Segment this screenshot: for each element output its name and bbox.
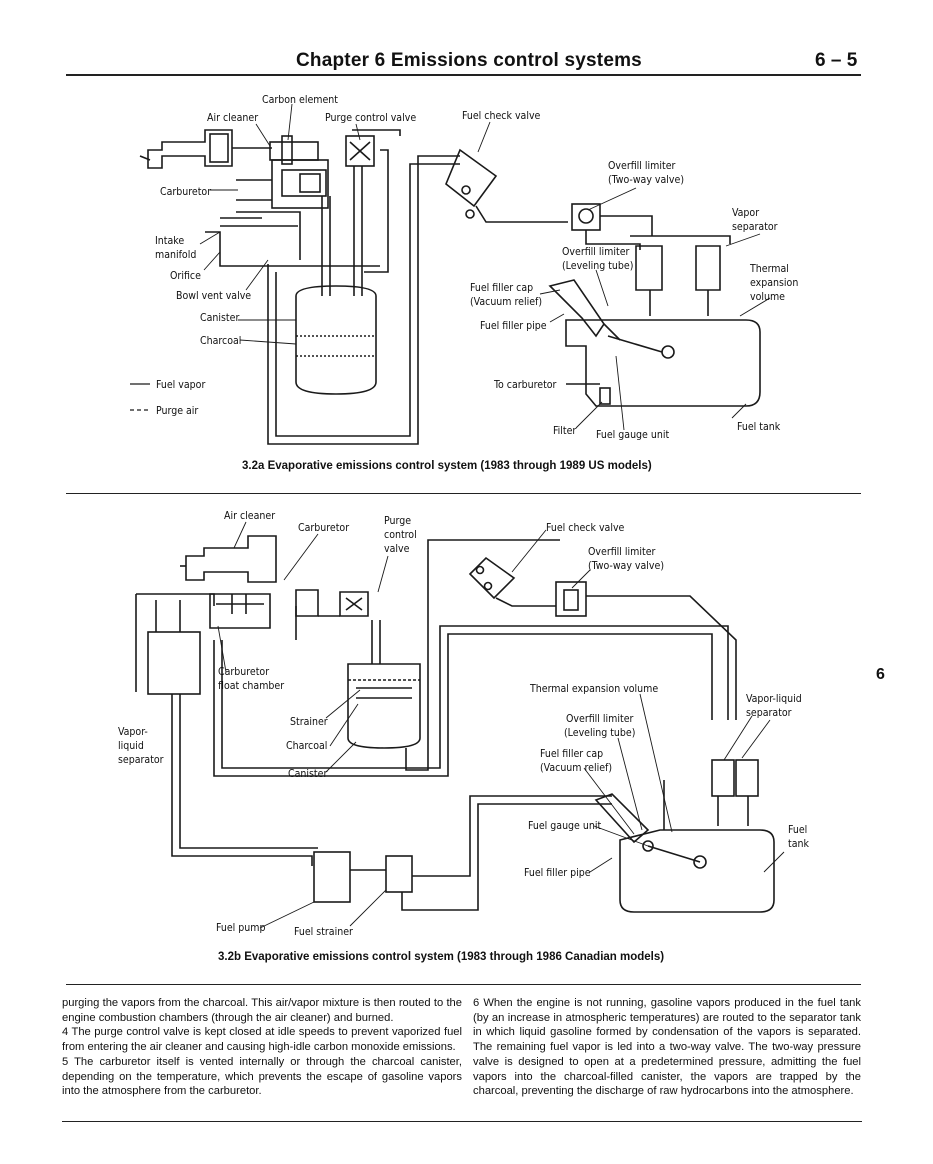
label-volume: volume — [750, 291, 785, 303]
header-rule — [66, 74, 861, 76]
label-liquid-left: liquid — [118, 740, 144, 752]
label-air-cleaner: Air cleaner — [207, 112, 258, 124]
body-top-rule — [66, 984, 861, 985]
label-fuel-b: Fuel — [788, 824, 807, 836]
label-two-way-valve: (Two-way valve) — [608, 174, 684, 186]
label-valve-b: valve — [384, 543, 410, 555]
label-fuel-gauge-unit-b: Fuel gauge unit — [528, 820, 601, 832]
label-overfill-limiter-b: Overfill limiter — [588, 546, 656, 558]
label-filter: Filter — [553, 425, 576, 437]
label-intake: Intake — [155, 235, 184, 247]
label-fuel-check-valve-b: Fuel check valve — [546, 522, 625, 534]
label-fuel-filler-cap-b: Fuel filler cap — [540, 748, 603, 760]
label-overfill-limiter-level-b: Overfill limiter — [566, 713, 634, 725]
label-thermal-expansion-volume: Thermal expansion volume — [529, 683, 658, 695]
label-purge-control-valve: Purge control valve — [325, 112, 416, 124]
caption-3-2a: 3.2a Evaporative emissions control syste… — [242, 460, 652, 472]
label-charcoal: Charcoal — [200, 335, 241, 347]
legend-fuel-vapor: Fuel vapor — [156, 379, 205, 391]
label-bowl-vent-valve: Bowl vent valve — [176, 290, 251, 302]
label-fuel-tank: Fuel tank — [737, 421, 781, 433]
label-carbon-element: Carbon element — [262, 94, 338, 106]
chapter-tab-marker: 6 — [876, 666, 885, 683]
footer-rule — [62, 1121, 862, 1122]
label-tank-b: tank — [788, 838, 809, 850]
legend-purge-air: Purge air — [156, 405, 198, 417]
label-orifice: Orifice — [170, 270, 201, 282]
label-fuel-check-valve: Fuel check valve — [462, 110, 541, 122]
label-fuel-strainer: Fuel strainer — [294, 926, 353, 938]
label-vapor: Vapor — [732, 207, 759, 219]
label-vacuum-relief: (Vacuum relief) — [470, 296, 542, 308]
paragraph-5: 5 The carburetor itself is vented intern… — [62, 1055, 462, 1098]
figure-divider-rule — [66, 493, 861, 494]
label-expansion: expansion — [750, 277, 798, 289]
label-fuel-filler-pipe: Fuel filler pipe — [480, 320, 547, 332]
figure-3-2b-diagram: Air cleaner Carburetor Purge control val… — [118, 510, 809, 938]
label-canister-b: Canister — [288, 768, 327, 780]
label-leveling-tube: (Leveling tube) — [562, 260, 633, 272]
label-overfill-limiter-leveling: Overfill limiter — [562, 246, 630, 258]
label-separator-left: separator — [118, 754, 164, 766]
label-carburetor-b: Carburetor — [298, 522, 349, 534]
body-column-right: 6 When the engine is not running, gasoli… — [473, 996, 861, 1099]
label-fuel-filler-pipe-b: Fuel filler pipe — [524, 867, 591, 879]
chapter-title: Chapter 6 Emissions control systems — [296, 50, 642, 71]
label-vacuum-relief-b: (Vacuum relief) — [540, 762, 612, 774]
label-strainer: Strainer — [290, 716, 328, 728]
paragraph-6: 6 When the engine is not running, gasoli… — [473, 997, 861, 1098]
label-vapor-left: Vapor- — [118, 726, 148, 738]
label-to-carburetor: To carburetor — [493, 379, 557, 391]
paragraph-purging: purging the vapors from the charcoal. Th… — [62, 997, 462, 1024]
label-overfill-limiter: Overfill limiter — [608, 160, 676, 172]
body-column-left: purging the vapors from the charcoal. Th… — [62, 996, 462, 1099]
label-carburetor: Carburetor — [160, 186, 211, 198]
label-air-cleaner-b: Air cleaner — [224, 510, 275, 522]
label-vapor-liquid: Vapor-liquid — [746, 693, 802, 705]
label-thermal: Thermal — [749, 263, 789, 275]
caption-3-2b: 3.2b Evaporative emissions control syste… — [218, 951, 665, 963]
label-fuel-pump: Fuel pump — [216, 922, 265, 934]
label-fuel-filler-cap: Fuel filler cap — [470, 282, 533, 294]
label-leveling-tube-b: (Leveling tube) — [564, 727, 635, 739]
label-canister: Canister — [200, 312, 239, 324]
paragraph-4: 4 The purge control valve is kept closed… — [62, 1026, 462, 1054]
figure-3-2a-diagram: Carbon element Air cleaner Purge control… — [130, 94, 798, 445]
label-float-chamber: float chamber — [218, 680, 284, 692]
label-control-b: control — [384, 529, 417, 541]
label-charcoal-b: Charcoal — [286, 740, 327, 752]
label-two-way-valve-b: (Two-way valve) — [588, 560, 664, 572]
label-separator-b: separator — [746, 707, 792, 719]
label-fuel-gauge-unit: Fuel gauge unit — [596, 429, 669, 441]
label-purge-b: Purge — [384, 515, 411, 527]
label-separator: separator — [732, 221, 778, 233]
label-carburetor-float: Carburetor — [218, 666, 269, 678]
label-manifold: manifold — [155, 249, 196, 261]
page-number: 6 – 5 — [815, 50, 858, 71]
